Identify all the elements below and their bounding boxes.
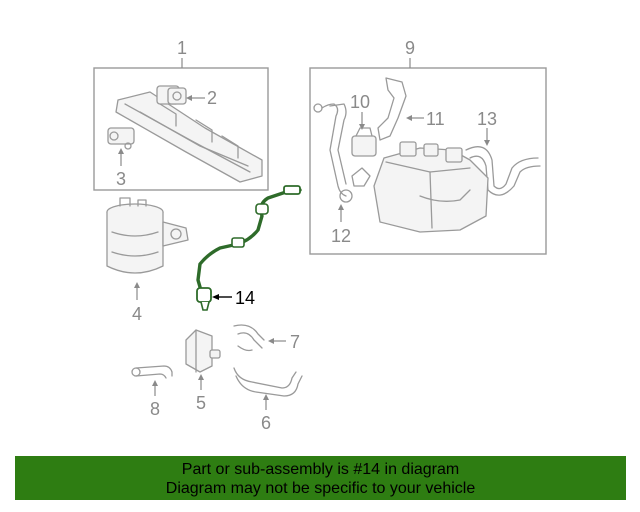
part-10-drawing[interactable] <box>351 127 377 157</box>
part-7-drawing[interactable] <box>233 324 265 352</box>
part-9-canister-drawing[interactable] <box>373 141 489 233</box>
callout-7[interactable]: 7 <box>290 332 300 352</box>
callout-6[interactable]: 6 <box>261 413 271 433</box>
callout-4[interactable]: 4 <box>132 304 142 324</box>
info-banner: Part or sub-assembly is #14 in diagram D… <box>15 456 626 500</box>
assembly-9-box <box>309 67 547 255</box>
banner-line-1: Part or sub-assembly is #14 in diagram <box>181 461 460 478</box>
callout-2[interactable]: 2 <box>207 88 217 108</box>
part-14-oxygen-sensor[interactable] <box>196 185 302 311</box>
callout-13[interactable]: 13 <box>477 109 497 129</box>
part-2-drawing[interactable] <box>167 87 187 105</box>
part-3-drawing[interactable] <box>107 127 135 150</box>
part-13-drawing[interactable] <box>465 146 541 196</box>
part-6-drawing[interactable] <box>233 367 303 397</box>
part-8-drawing[interactable] <box>131 365 173 379</box>
callout-14[interactable]: 14 <box>235 288 255 308</box>
part-12-drawing[interactable] <box>313 103 353 203</box>
callout-3[interactable]: 3 <box>116 169 126 189</box>
callout-5[interactable]: 5 <box>196 393 206 413</box>
part-5-drawing[interactable] <box>185 329 221 373</box>
callout-8[interactable]: 8 <box>150 399 160 419</box>
callout-10[interactable]: 10 <box>350 92 370 112</box>
small-fitting-drawing[interactable] <box>351 167 371 187</box>
part-4-drawing[interactable] <box>106 197 189 274</box>
part-11-drawing[interactable] <box>377 77 407 141</box>
callout-9[interactable]: 9 <box>405 38 415 58</box>
parts-diagram: 1 2 3 4 9 <box>93 38 547 433</box>
part-1-drawing[interactable] <box>115 85 263 183</box>
callout-1[interactable]: 1 <box>177 38 187 58</box>
assembly-1-box <box>93 67 269 191</box>
callout-11[interactable]: 11 <box>426 109 445 129</box>
banner-line-2: Diagram may not be specific to your vehi… <box>165 480 476 497</box>
callout-12[interactable]: 12 <box>331 226 351 246</box>
